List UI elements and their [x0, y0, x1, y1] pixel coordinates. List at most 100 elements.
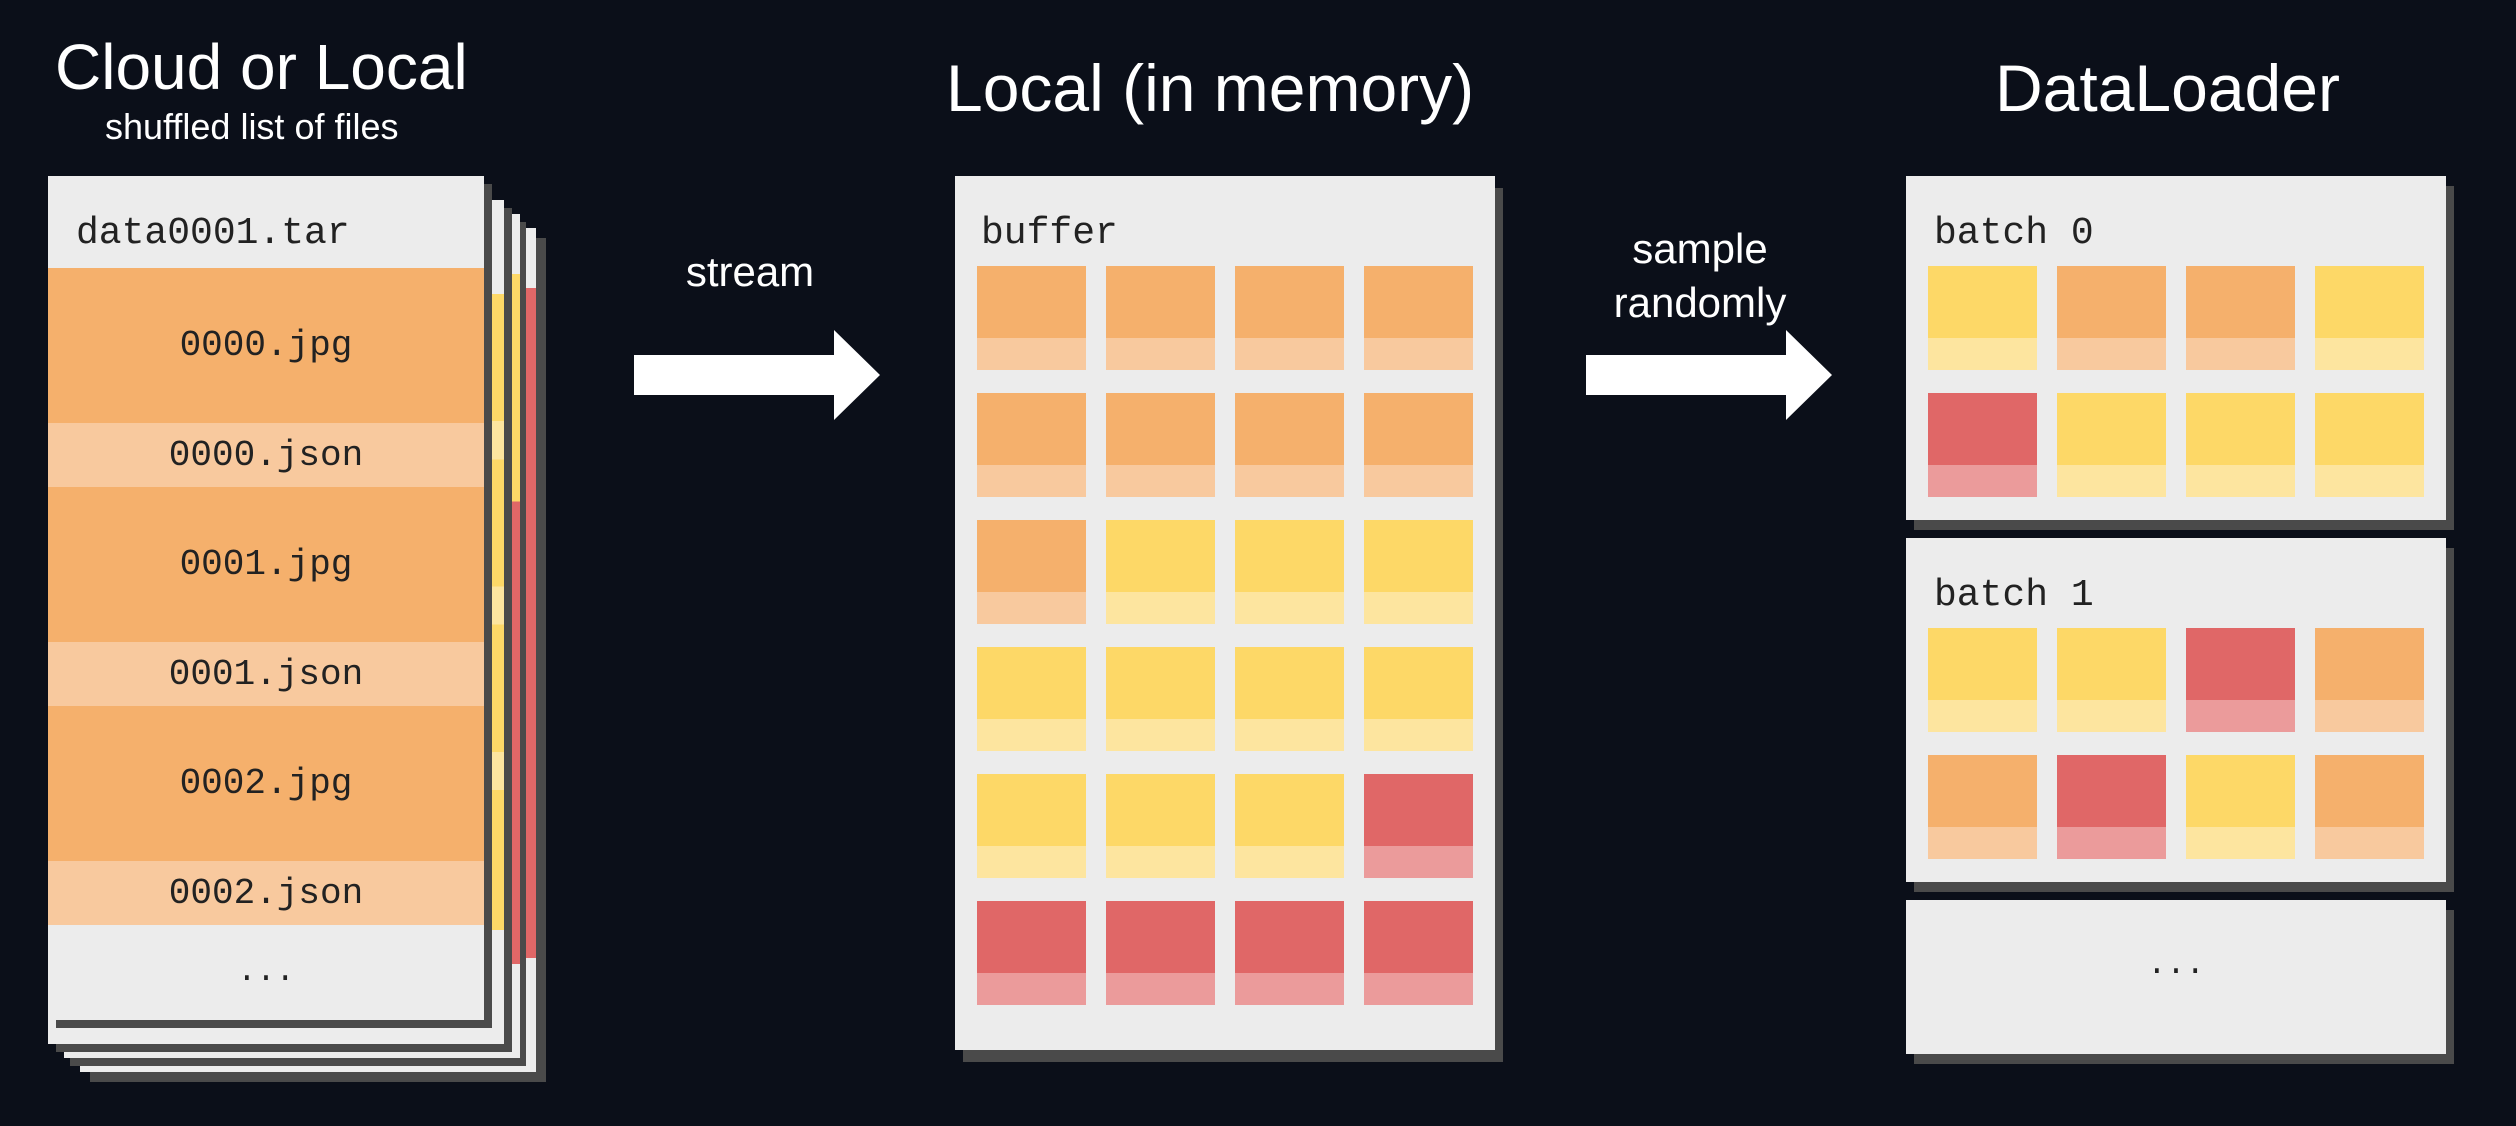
sample-tile-meta	[1106, 592, 1215, 624]
batch-1-grid	[1928, 628, 2428, 868]
sample-arrow-icon	[1586, 330, 1832, 420]
sample-tile-orange	[1364, 393, 1473, 497]
sample-tile-orange	[977, 393, 1086, 497]
sample-tile-orange	[977, 266, 1086, 370]
stream-label: stream	[685, 248, 815, 295]
sample-tile-yellow	[2186, 393, 2295, 497]
sample-tile-image	[1235, 520, 1344, 592]
sample-tile-meta	[1364, 719, 1473, 751]
sample-tile-image	[1235, 901, 1344, 973]
sample-label: sample randomly	[1613, 225, 1787, 326]
sample-tile-yellow	[1106, 520, 1215, 624]
sample-tile-yellow	[2057, 393, 2166, 497]
sample-tile-image	[2315, 628, 2424, 700]
sample-tile-orange	[2186, 266, 2295, 370]
file-row: 0000.json	[48, 423, 484, 487]
file-row: 0001.json	[48, 642, 484, 706]
batch-0-grid	[1928, 266, 2428, 506]
sample-tile-image	[977, 774, 1086, 846]
sample-tile-image	[2057, 628, 2166, 700]
sample-tile-red	[2186, 628, 2295, 732]
sample-tile-orange	[1364, 266, 1473, 370]
source-subtitle: shuffled list of files	[105, 106, 399, 147]
sample-tile-meta	[1106, 465, 1215, 497]
sample-tile-image	[1928, 266, 2037, 338]
sample-tile-image	[1364, 774, 1473, 846]
sample-tile-image	[1364, 393, 1473, 465]
sample-tile-meta	[2057, 465, 2166, 497]
sample-tile-meta	[2315, 827, 2424, 859]
sample-tile-meta	[977, 465, 1086, 497]
sample-tile-image	[1928, 628, 2037, 700]
tar-sheet-3-strip	[524, 288, 536, 958]
batch-1-panel: batch 1	[1906, 538, 2446, 882]
sample-tile-meta	[1106, 338, 1215, 370]
sample-tile-image	[2315, 266, 2424, 338]
sample-tile-meta	[2057, 338, 2166, 370]
sample-tile-orange	[2315, 628, 2424, 732]
file-row: 0000.jpg	[48, 268, 484, 423]
sample-tile-meta	[1364, 592, 1473, 624]
sample-tile-orange	[2057, 266, 2166, 370]
source-title: Cloud or Local	[55, 31, 468, 103]
sample-tile-red	[2057, 755, 2166, 859]
sample-tile-image	[977, 520, 1086, 592]
dataloader-title: DataLoader	[1995, 51, 2340, 125]
sample-tile-red	[1106, 901, 1215, 1005]
batches-ellipsis: ...	[2147, 946, 2205, 983]
batch-1-label: batch 1	[1934, 574, 2094, 617]
sample-tile-yellow	[1364, 647, 1473, 751]
sample-tile-image	[1106, 774, 1215, 846]
sample-tile-red	[977, 901, 1086, 1005]
sample-tile-meta	[1364, 973, 1473, 1005]
sample-tile-yellow	[1106, 774, 1215, 878]
sample-tile-meta	[977, 338, 1086, 370]
sample-tile-image	[2315, 393, 2424, 465]
buffer-title: Local (in memory)	[946, 51, 1475, 125]
sample-tile-image	[1364, 520, 1473, 592]
sample-tile-red	[1364, 774, 1473, 878]
sample-tile-image	[2186, 266, 2295, 338]
sample-tile-yellow	[1928, 266, 2037, 370]
sample-tile-image	[1235, 647, 1344, 719]
sample-tile-meta	[1235, 846, 1344, 878]
sample-tile-image	[1235, 393, 1344, 465]
sample-tile-image	[2057, 393, 2166, 465]
sample-tile-yellow	[1235, 520, 1344, 624]
sample-tile-image	[2186, 393, 2295, 465]
sample-tile-image	[1106, 520, 1215, 592]
sample-tile-meta	[1235, 465, 1344, 497]
sample-tile-red	[1364, 901, 1473, 1005]
sample-tile-meta	[2186, 700, 2295, 732]
sample-tile-image	[2186, 628, 2295, 700]
sample-tile-orange	[1106, 266, 1215, 370]
sample-tile-yellow	[977, 774, 1086, 878]
files-ellipsis: ...	[237, 952, 295, 990]
sample-tile-image	[1364, 647, 1473, 719]
sample-tile-image	[1235, 266, 1344, 338]
sample-tile-orange	[1928, 755, 2037, 859]
sample-tile-image	[2057, 266, 2166, 338]
sample-tile-yellow	[1364, 520, 1473, 624]
tar-sheet-1-strip	[488, 294, 504, 930]
sample-tile-image	[2315, 755, 2424, 827]
sample-tile-orange	[1235, 393, 1344, 497]
sample-tile-image	[1106, 266, 1215, 338]
sample-tile-image	[1364, 901, 1473, 973]
sample-tile-yellow	[1235, 774, 1344, 878]
sample-tile-meta	[1364, 846, 1473, 878]
sample-tile-meta	[1106, 846, 1215, 878]
sample-tile-meta	[1928, 827, 2037, 859]
sample-tile-meta	[1928, 465, 2037, 497]
buffer-grid	[977, 266, 1477, 1026]
tar-front-sheet: data0001.tar 0000.jpg 0000.json 0001.jpg…	[48, 176, 484, 1020]
sample-tile-meta	[977, 592, 1086, 624]
sample-tile-image	[977, 393, 1086, 465]
sample-tile-image	[1106, 647, 1215, 719]
sample-tile-orange	[977, 520, 1086, 624]
sample-tile-meta	[977, 973, 1086, 1005]
sample-tile-image	[1106, 901, 1215, 973]
sample-tile-image	[2057, 755, 2166, 827]
sample-tile-meta	[2315, 465, 2424, 497]
sample-tile-red	[1235, 901, 1344, 1005]
